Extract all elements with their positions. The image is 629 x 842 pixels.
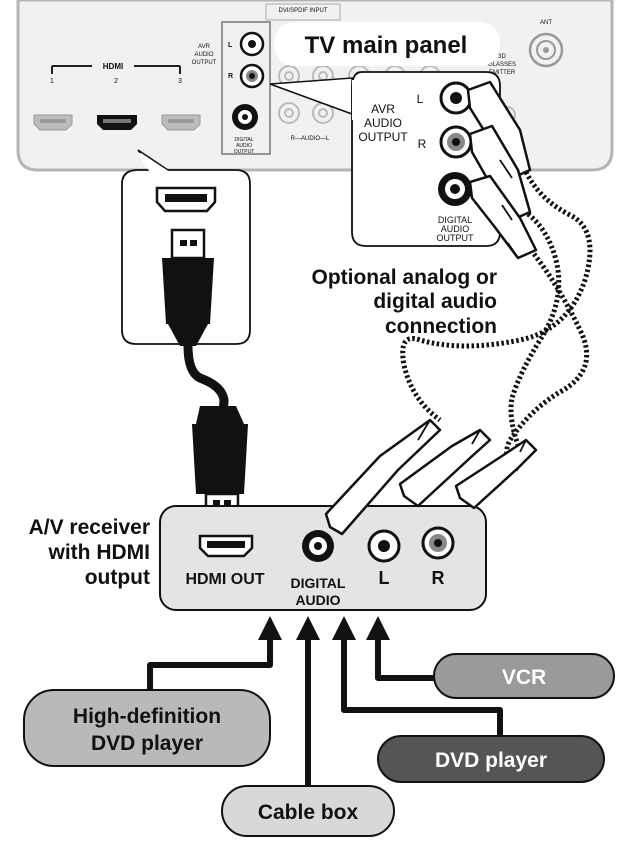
hdmi-port-1-number: 1 (50, 78, 54, 85)
callout-jack-digital[interactable] (438, 172, 472, 206)
vcr-label: VCR (502, 666, 546, 689)
panel-jack-r[interactable] (239, 63, 265, 89)
panel-avr-label-1: AVR (198, 44, 211, 50)
panel-avr-label-2: AUDIO (194, 52, 213, 58)
source-vcr[interactable]: VCR (433, 653, 615, 699)
receiver-l-jack[interactable] (367, 529, 401, 563)
callout-digital-label-2: AUDIO (441, 224, 470, 234)
callout-jack-r[interactable] (439, 125, 473, 159)
arrow-vcr (366, 616, 440, 681)
callout-l-label: L (417, 92, 424, 106)
hdmi-cable (162, 228, 248, 522)
avr-output-callout: AVR AUDIO OUTPUT L R DIGITAL AUDIO OUTPU… (351, 71, 501, 247)
panel-jack-l[interactable] (239, 31, 265, 57)
source-dvd-player[interactable]: DVD player (377, 735, 605, 783)
hdmi-port-3[interactable] (161, 114, 201, 131)
hdmi-port-2[interactable] (97, 115, 137, 130)
panel-audio-lr-label: R—AUDIO—L (291, 136, 330, 142)
dvd-label: DVD player (435, 749, 547, 772)
optional-label-line-1: Optional analog or (311, 266, 497, 289)
optional-label-line-3: connection (385, 315, 497, 338)
panel-jack-digital[interactable] (232, 104, 258, 130)
hdmi-port-3-number: 3 (178, 78, 182, 85)
callout-avr-label-1: AVR (371, 102, 395, 116)
receiver-l-label: L (379, 568, 390, 588)
panel-avr-label-3: OUTPUT (192, 60, 217, 66)
optional-audio-cables (400, 170, 593, 473)
hdmi-port-2-number: 2 (114, 78, 118, 85)
av-receiver: HDMI OUT DIGITAL AUDIO L R (159, 505, 487, 611)
panel-digital-label-1: DIGITAL (234, 137, 253, 143)
callout-r-label: R (418, 137, 427, 151)
hd-dvd-label-line-1: High-definition (73, 705, 221, 728)
receiver-digital-audio-jack[interactable] (302, 530, 334, 562)
receiver-label: A/V receiver with HDMI output (29, 516, 150, 589)
callout-avr-label-3: OUTPUT (358, 130, 408, 144)
hdmi-port-1[interactable] (33, 114, 73, 131)
optional-connection-label: Optional analog or digital audio connect… (311, 266, 497, 338)
tv-title-box: TV main panel (274, 22, 500, 66)
source-cable-box[interactable]: Cable box (221, 785, 395, 837)
receiver-label-line-3: output (85, 566, 150, 589)
ant-label: ANT (540, 20, 552, 26)
receiver-hdmi-out-port[interactable] (198, 534, 254, 558)
callout-digital-label-1: DIGITAL (438, 215, 472, 225)
receiver-r-label: R (432, 568, 445, 588)
emitter-label-1: 3D (498, 54, 506, 60)
arrow-hd-dvd (147, 616, 282, 690)
source-hd-dvd-player[interactable]: High-definition DVD player (23, 689, 271, 767)
antenna-jack[interactable] (528, 32, 564, 68)
emitter-label-2: GLASSES (488, 62, 516, 68)
panel-digital-label-3: OUTPUT (234, 149, 255, 155)
panel-jack-r-label: R (228, 73, 233, 80)
emitter-label-3: EMITTER (489, 70, 516, 76)
arrow-dvd (332, 616, 503, 740)
tv-title: TV main panel (305, 32, 468, 59)
callout-digital-label-3: OUTPUT (437, 233, 475, 243)
receiver-digital-label-2: AUDIO (295, 592, 340, 608)
panel-digital-label-2: AUDIO (236, 143, 252, 149)
panel-input-label: DVI/SPDIF INPUT (278, 8, 327, 14)
receiver-hdmi-out-label: HDMI OUT (185, 571, 264, 588)
panel-jack-l-label: L (228, 42, 233, 49)
receiver-r-jack[interactable] (421, 526, 455, 560)
hdmi-group-label: HDMI (103, 62, 123, 71)
rca-plugs-receiver-side (324, 418, 538, 536)
receiver-label-line-2: with HDMI (48, 541, 150, 564)
optional-label-line-2: digital audio (373, 290, 497, 313)
hd-dvd-label-line-2: DVD player (91, 732, 203, 755)
receiver-label-line-1: A/V receiver (29, 516, 150, 539)
cable-box-label: Cable box (258, 801, 359, 824)
callout-hdmi-port (155, 186, 217, 213)
rca-plugs-tv-side (466, 80, 538, 260)
callout-jack-l[interactable] (439, 81, 473, 115)
callout-avr-label-2: AUDIO (364, 116, 402, 130)
panel-avr-jack-group (221, 21, 271, 155)
receiver-digital-label-1: DIGITAL (291, 575, 346, 591)
source-arrows (147, 616, 503, 790)
